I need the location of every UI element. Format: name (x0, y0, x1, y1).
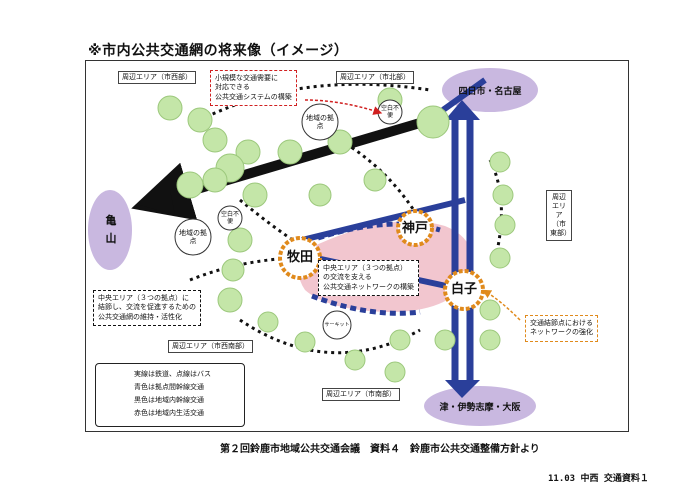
destination-yokkaichi-label: 四日市・名古屋 (458, 87, 522, 97)
legend-row-4: 赤色は地域内生活交通 (134, 409, 204, 417)
rail-makita-kanbe (301, 197, 466, 243)
destination-kameyama (88, 190, 132, 270)
rail-arrow-down (445, 380, 480, 398)
legend-row-2: 青色は拠点間幹線交通 (134, 383, 204, 391)
region-north-label: 周辺エリア（市北部） (336, 71, 414, 84)
note-node: 交通結節点におけるネットワークの強化 (525, 315, 598, 342)
region-southwest-label: 周辺エリア（市西南部） (168, 340, 253, 353)
hub-kanbe (396, 209, 434, 247)
local-hub-west (174, 218, 212, 256)
hub-kanbe-label: 神戸 (401, 221, 428, 236)
hub-shiroko-label: 白子 (450, 282, 477, 297)
gap-north-label: 空白不便 (381, 105, 400, 120)
hub-makita-label: 牧田 (286, 250, 313, 265)
bus-route-east (488, 159, 503, 261)
rail-line-ne (441, 77, 487, 113)
circuit-node (322, 310, 352, 340)
destination-tsu (424, 386, 536, 426)
legend: 実線は鉄道、点線はバス 青色は拠点間幹線交通 黒色は地域内幹線交通 赤色は地域内… (95, 363, 245, 427)
local-hub-north-label: 地域の拠点 (306, 114, 334, 131)
trunk-arrow-west (140, 190, 175, 215)
hub-makita (278, 236, 322, 280)
region-west-label: 周辺エリア（市西部） (118, 71, 196, 84)
note-pointer-orange (482, 289, 521, 321)
source-footer: 第２回鈴鹿市地域公共交通会議 資料４ 鈴鹿市公共交通整備方針より (220, 444, 540, 455)
circuit-label: サーキット (324, 322, 350, 328)
community-nodes (157, 87, 516, 383)
page-title: ※市内公共交通網の将来像（イメージ） (88, 43, 349, 59)
gap-node-west (217, 205, 243, 231)
note-small-demand: 小規模な交通需要に対応できる公共交通システムの構築 (210, 70, 297, 107)
document-stamp: 11.03 中西 交通資料１ (548, 474, 649, 484)
rail-arrow-up (445, 100, 480, 120)
local-hub-north (301, 103, 339, 141)
legend-row-1: 実線は鉄道、点線はバス (134, 370, 211, 378)
region-south-label: 周辺エリア（市南部） (322, 388, 400, 401)
legend-row-3: 黒色は地域内幹線交通 (134, 396, 204, 404)
destination-tsu-label: 津・伊勢志摩・大阪 (439, 403, 521, 413)
bus-route-west2 (239, 198, 301, 247)
region-east-label: 周辺エリア（市東部） (546, 190, 572, 242)
note-pointer-red (304, 99, 383, 115)
gap-west-label: 空白不便 (221, 211, 240, 226)
local-hub-west-label: 地域の拠点 (179, 229, 207, 246)
note-central-area: 中央エリア（３つの拠点）の交流を支える公共交通ネットワークの構築 (318, 260, 419, 297)
note-connect: 中央エリア（３つの拠点）に結節し、交流を促進するための公共交通網の維持・活性化 (93, 290, 201, 327)
bus-route-north (199, 82, 431, 122)
destination-kameyama-label: 亀山 (105, 214, 117, 245)
destination-yokkaichi (442, 68, 538, 112)
